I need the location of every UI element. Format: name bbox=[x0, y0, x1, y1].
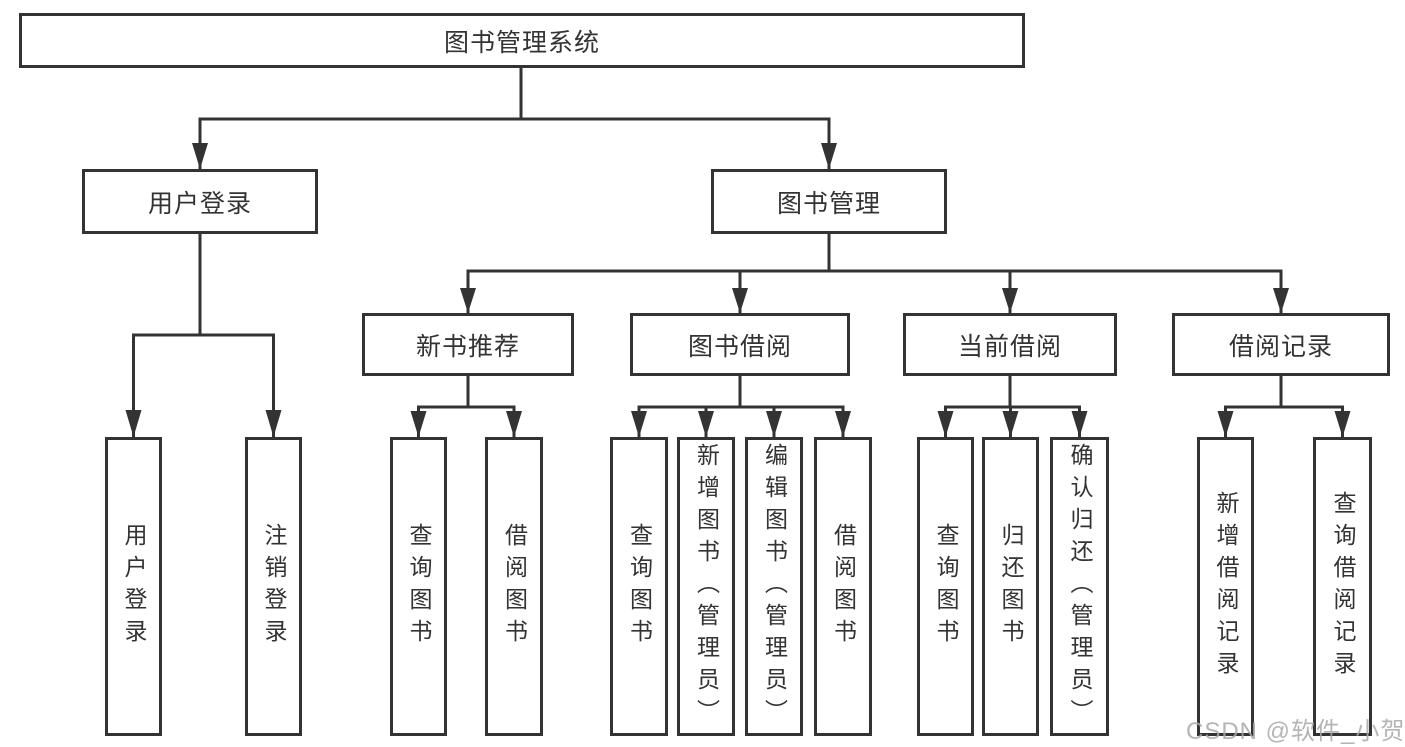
leaf-add-borrow-record: 新增借阅记录 bbox=[1197, 437, 1254, 736]
leaf-logout: 注销登录 bbox=[245, 437, 302, 736]
leaf-label: 确认归还（管理员） bbox=[1067, 442, 1093, 731]
connector-login-to-leaves bbox=[125, 234, 282, 437]
node-library-management-system: 图书管理系统 bbox=[19, 13, 1025, 68]
node-book-management: 图书管理 bbox=[711, 169, 947, 234]
leaf-label: 新增借阅记录 bbox=[1213, 490, 1239, 683]
connector-mgmt-to-level3 bbox=[460, 234, 1289, 313]
leaf-label: 借阅图书 bbox=[830, 522, 857, 651]
leaf-query-borrow-record: 查询借阅记录 bbox=[1313, 437, 1372, 736]
leaf-borrow-borrow-book: 借阅图书 bbox=[814, 437, 872, 736]
leaf-confirm-return-admin: 确认归还（管理员） bbox=[1050, 437, 1109, 736]
connector-current-to-leaves bbox=[937, 376, 1088, 437]
leaf-edit-book-admin: 编辑图书（管理员） bbox=[745, 437, 803, 736]
leaf-label: 注销登录 bbox=[261, 522, 287, 651]
leaf-current-query-book: 查询图书 bbox=[917, 437, 974, 736]
node-label: 图书管理系统 bbox=[443, 28, 600, 57]
leaf-label: 新增图书（管理员） bbox=[693, 442, 720, 731]
node-label: 借阅记录 bbox=[1228, 332, 1333, 361]
leaf-label: 借阅图书 bbox=[501, 522, 528, 651]
leaf-borrow-query-book: 查询图书 bbox=[610, 437, 668, 736]
node-book-borrowing: 图书借阅 bbox=[630, 313, 850, 376]
csdn-watermark: CSDN @软件_小贺同学 bbox=[1186, 718, 1405, 745]
node-new-book-recommendation: 新书推荐 bbox=[362, 313, 574, 376]
node-label: 图书借阅 bbox=[687, 332, 792, 361]
leaf-label: 查询借阅记录 bbox=[1330, 490, 1356, 683]
leaf-borrow-book: 借阅图书 bbox=[485, 437, 543, 736]
node-label: 当前借阅 bbox=[957, 332, 1062, 361]
node-label: 用户登录 bbox=[147, 189, 252, 218]
connector-recommend-to-leaves bbox=[410, 376, 522, 437]
leaf-return-book: 归还图书 bbox=[982, 437, 1039, 736]
leaf-label: 查询图书 bbox=[626, 522, 653, 651]
leaf-label: 查询图书 bbox=[933, 522, 959, 651]
leaf-query-book: 查询图书 bbox=[390, 437, 447, 736]
leaf-add-book-admin: 新增图书（管理员） bbox=[677, 437, 735, 736]
leaf-label: 查询图书 bbox=[406, 522, 432, 651]
node-label: 图书管理 bbox=[776, 189, 881, 218]
leaf-label: 编辑图书（管理员） bbox=[761, 442, 788, 731]
leaf-label: 归还图书 bbox=[998, 522, 1024, 651]
node-label: 新书推荐 bbox=[415, 332, 520, 361]
connector-borrow-to-leaves bbox=[631, 376, 851, 437]
node-borrowing-records: 借阅记录 bbox=[1172, 313, 1390, 376]
connector-root-to-level2 bbox=[192, 68, 837, 169]
leaf-user-login: 用户登录 bbox=[105, 437, 162, 736]
node-current-borrowing: 当前借阅 bbox=[903, 313, 1117, 376]
node-user-login: 用户登录 bbox=[82, 169, 318, 234]
connector-records-to-leaves bbox=[1217, 376, 1351, 437]
leaf-label: 用户登录 bbox=[121, 522, 147, 651]
